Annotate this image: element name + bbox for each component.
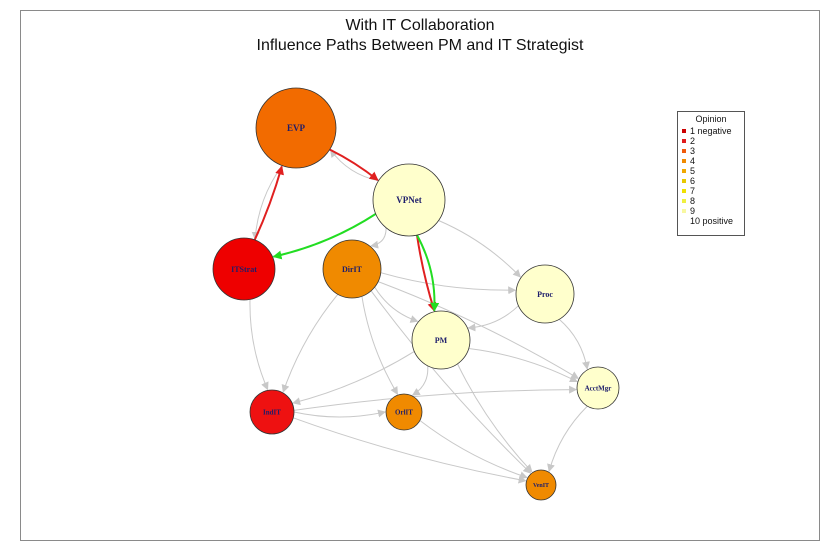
node-orlit-circle bbox=[385, 393, 423, 431]
legend-swatch bbox=[682, 169, 686, 173]
legend-label: 7 bbox=[690, 186, 696, 196]
node-pm-label: PM bbox=[435, 336, 448, 345]
node-acctmgr: AcctMgr bbox=[576, 366, 620, 410]
legend-swatch bbox=[682, 199, 686, 203]
legend-item: 8 bbox=[682, 196, 740, 206]
edge-evp-to-vpnet bbox=[329, 148, 379, 181]
node-orlit: OrlIT bbox=[385, 393, 423, 431]
legend-label: 6 bbox=[690, 176, 696, 186]
node-itstrat: ITStrat bbox=[212, 237, 276, 301]
plot-frame bbox=[20, 10, 820, 541]
edge-vpnet-to-itstrat bbox=[272, 213, 377, 260]
diagram-subtitle: Influence Paths Between PM and IT Strate… bbox=[256, 37, 584, 54]
legend-label: 3 bbox=[690, 146, 696, 156]
legend-label: 10 positive bbox=[690, 216, 734, 226]
legend-swatch bbox=[682, 219, 686, 223]
edge-pm-to-venit bbox=[457, 363, 533, 473]
edge-acctmgr-to-venit bbox=[547, 405, 588, 473]
edge-dirit-to-proc bbox=[380, 272, 517, 295]
legend-item: 1 negative bbox=[682, 126, 740, 136]
edge-itstrat-to-indit bbox=[249, 299, 269, 391]
legend-label: 9 bbox=[690, 206, 696, 216]
node-vpnet: VPNet bbox=[372, 163, 446, 237]
edge-dirit-to-venit bbox=[370, 290, 532, 474]
legend-swatch bbox=[682, 139, 686, 143]
edge-orlit-to-venit bbox=[419, 420, 528, 480]
node-itstrat-label: ITStrat bbox=[231, 265, 257, 274]
node-indit-label: IndIT bbox=[263, 408, 281, 416]
legend-label: 8 bbox=[690, 196, 696, 206]
legend-swatch bbox=[682, 159, 686, 163]
legend-swatch bbox=[682, 209, 686, 213]
node-proc-label: Proc bbox=[537, 290, 553, 299]
node-dirit-label: DirIT bbox=[342, 265, 363, 274]
edge-vpnet-to-pm bbox=[416, 234, 440, 312]
node-pm-circle bbox=[411, 310, 471, 370]
node-proc: Proc bbox=[515, 264, 575, 324]
diagram-title: With IT Collaboration bbox=[345, 17, 495, 34]
node-dirit: DirIT bbox=[322, 239, 382, 299]
node-acctmgr-circle bbox=[576, 366, 620, 410]
node-proc-circle bbox=[515, 264, 575, 324]
legend-item: 6 bbox=[682, 176, 740, 186]
legend-swatch bbox=[682, 129, 686, 133]
edge-vpnet-to-dirit bbox=[370, 227, 387, 249]
node-pm: PM bbox=[411, 310, 471, 370]
edge-pm-to-acctmgr bbox=[468, 348, 578, 383]
node-vpnet-circle bbox=[372, 163, 446, 237]
edge-indit-to-venit bbox=[293, 417, 527, 484]
edge-dirit-to-indit bbox=[281, 293, 339, 393]
legend-label: 2 bbox=[690, 136, 696, 146]
node-evp-label: EVP bbox=[287, 123, 306, 133]
legend-item: 4 bbox=[682, 156, 740, 166]
node-orlit-label: OrlIT bbox=[395, 408, 413, 416]
legend-item: 2 bbox=[682, 136, 740, 146]
node-dirit-circle bbox=[322, 239, 382, 299]
legend-item: 9 bbox=[682, 206, 740, 216]
edge-dirit-to-acctmgr bbox=[377, 281, 580, 379]
legend-label: 5 bbox=[690, 166, 696, 176]
node-indit-circle bbox=[249, 389, 295, 435]
edge-pm-to-orlit bbox=[411, 365, 429, 396]
legend-item: 7 bbox=[682, 186, 740, 196]
edge-vpnet-to-proc bbox=[438, 220, 521, 278]
edges-layer bbox=[249, 148, 590, 484]
node-itstrat-circle bbox=[212, 237, 276, 301]
legend-label: 1 negative bbox=[690, 126, 732, 136]
edge-indit-to-acctmgr bbox=[293, 385, 578, 411]
edge-pm-to-indit bbox=[292, 350, 415, 406]
edge-indit-to-orlit bbox=[293, 409, 386, 418]
edge-dirit-to-orlit bbox=[361, 296, 399, 395]
node-evp: EVP bbox=[255, 87, 337, 169]
legend-swatch bbox=[682, 189, 686, 193]
node-venit: VenIT bbox=[525, 469, 557, 501]
node-acctmgr-label: AcctMgr bbox=[585, 384, 612, 392]
node-venit-label: VenIT bbox=[533, 483, 549, 489]
node-evp-circle bbox=[255, 87, 337, 169]
edge-itstrat-to-evp bbox=[253, 165, 284, 241]
edge-proc-to-pm bbox=[467, 305, 519, 332]
node-vpnet-label: VPNet bbox=[396, 195, 422, 205]
node-venit-circle bbox=[525, 469, 557, 501]
legend-item: 3 bbox=[682, 146, 740, 156]
node-indit: IndIT bbox=[249, 389, 295, 435]
edge-dirit-to-pm bbox=[374, 286, 419, 323]
legend-title: Opinion bbox=[695, 114, 727, 124]
legend-label: 4 bbox=[690, 156, 696, 166]
edge-proc-to-acctmgr bbox=[558, 318, 590, 370]
legend-item: 10 positive bbox=[682, 216, 740, 226]
legend-swatch bbox=[682, 179, 686, 183]
legend-swatch bbox=[682, 149, 686, 153]
legend-item: 5 bbox=[682, 166, 740, 176]
